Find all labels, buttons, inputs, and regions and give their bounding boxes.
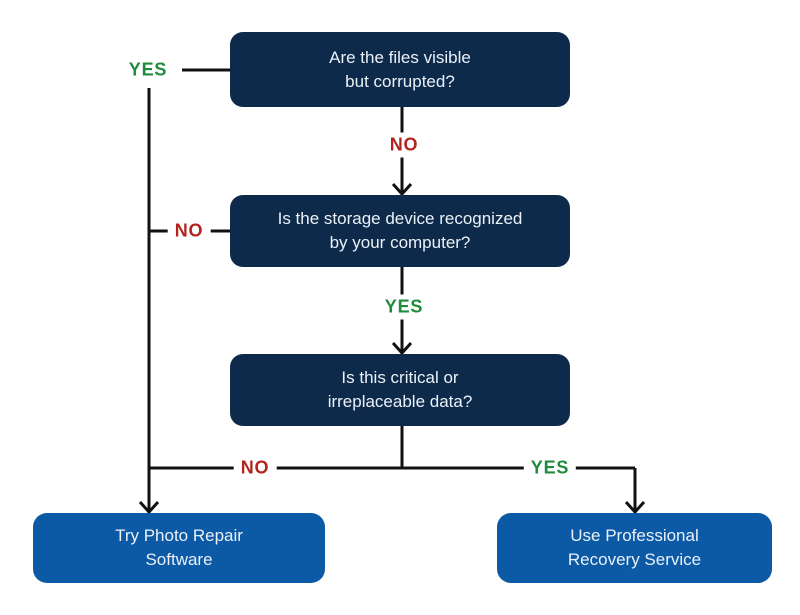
edge-label-yes-decision1: YES bbox=[121, 57, 175, 83]
edge-label-no-decision2: NO bbox=[167, 218, 211, 244]
outcome-text-line: Recovery Service bbox=[567, 550, 702, 569]
outcome-box-photo-repair: Try Photo Repair Software bbox=[33, 513, 325, 583]
outcome-text-line: Try Photo Repair bbox=[115, 526, 243, 545]
outcome-text-line: Software bbox=[145, 550, 213, 569]
decision-text-line: Is this critical or bbox=[341, 368, 459, 387]
arrowhead-into-recovery-service bbox=[624, 500, 646, 515]
decision-text-line: by your computer? bbox=[329, 233, 471, 252]
edge-label-yes-decision3: YES bbox=[523, 455, 577, 481]
decision-box-critical-data: Is this critical or irreplaceable data? bbox=[230, 354, 570, 426]
decision-text-line: irreplaceable data? bbox=[327, 392, 473, 411]
edge-label-no-decision1: NO bbox=[382, 132, 426, 158]
decision-text-line: Are the files visible bbox=[329, 47, 471, 67]
decision-box-device-recognized: Is the storage device recognized by your… bbox=[230, 195, 570, 267]
arrowhead-into-decision3 bbox=[391, 341, 413, 356]
decision-text-line: but corrupted? bbox=[345, 71, 455, 91]
arrowhead-into-photo-repair bbox=[138, 500, 160, 515]
outcome-box-recovery-service: Use Professional Recovery Service bbox=[497, 513, 772, 583]
edge-label-no-decision3: NO bbox=[233, 455, 277, 481]
decision-box-files-visible: Are the files visible but corrupted? bbox=[230, 32, 570, 107]
arrowhead-into-decision2 bbox=[391, 182, 413, 197]
decision-text-line: Is the storage device recognized bbox=[277, 209, 523, 228]
edge-label-yes-decision2: YES bbox=[377, 294, 431, 320]
outcome-text-line: Use Professional bbox=[570, 526, 699, 545]
